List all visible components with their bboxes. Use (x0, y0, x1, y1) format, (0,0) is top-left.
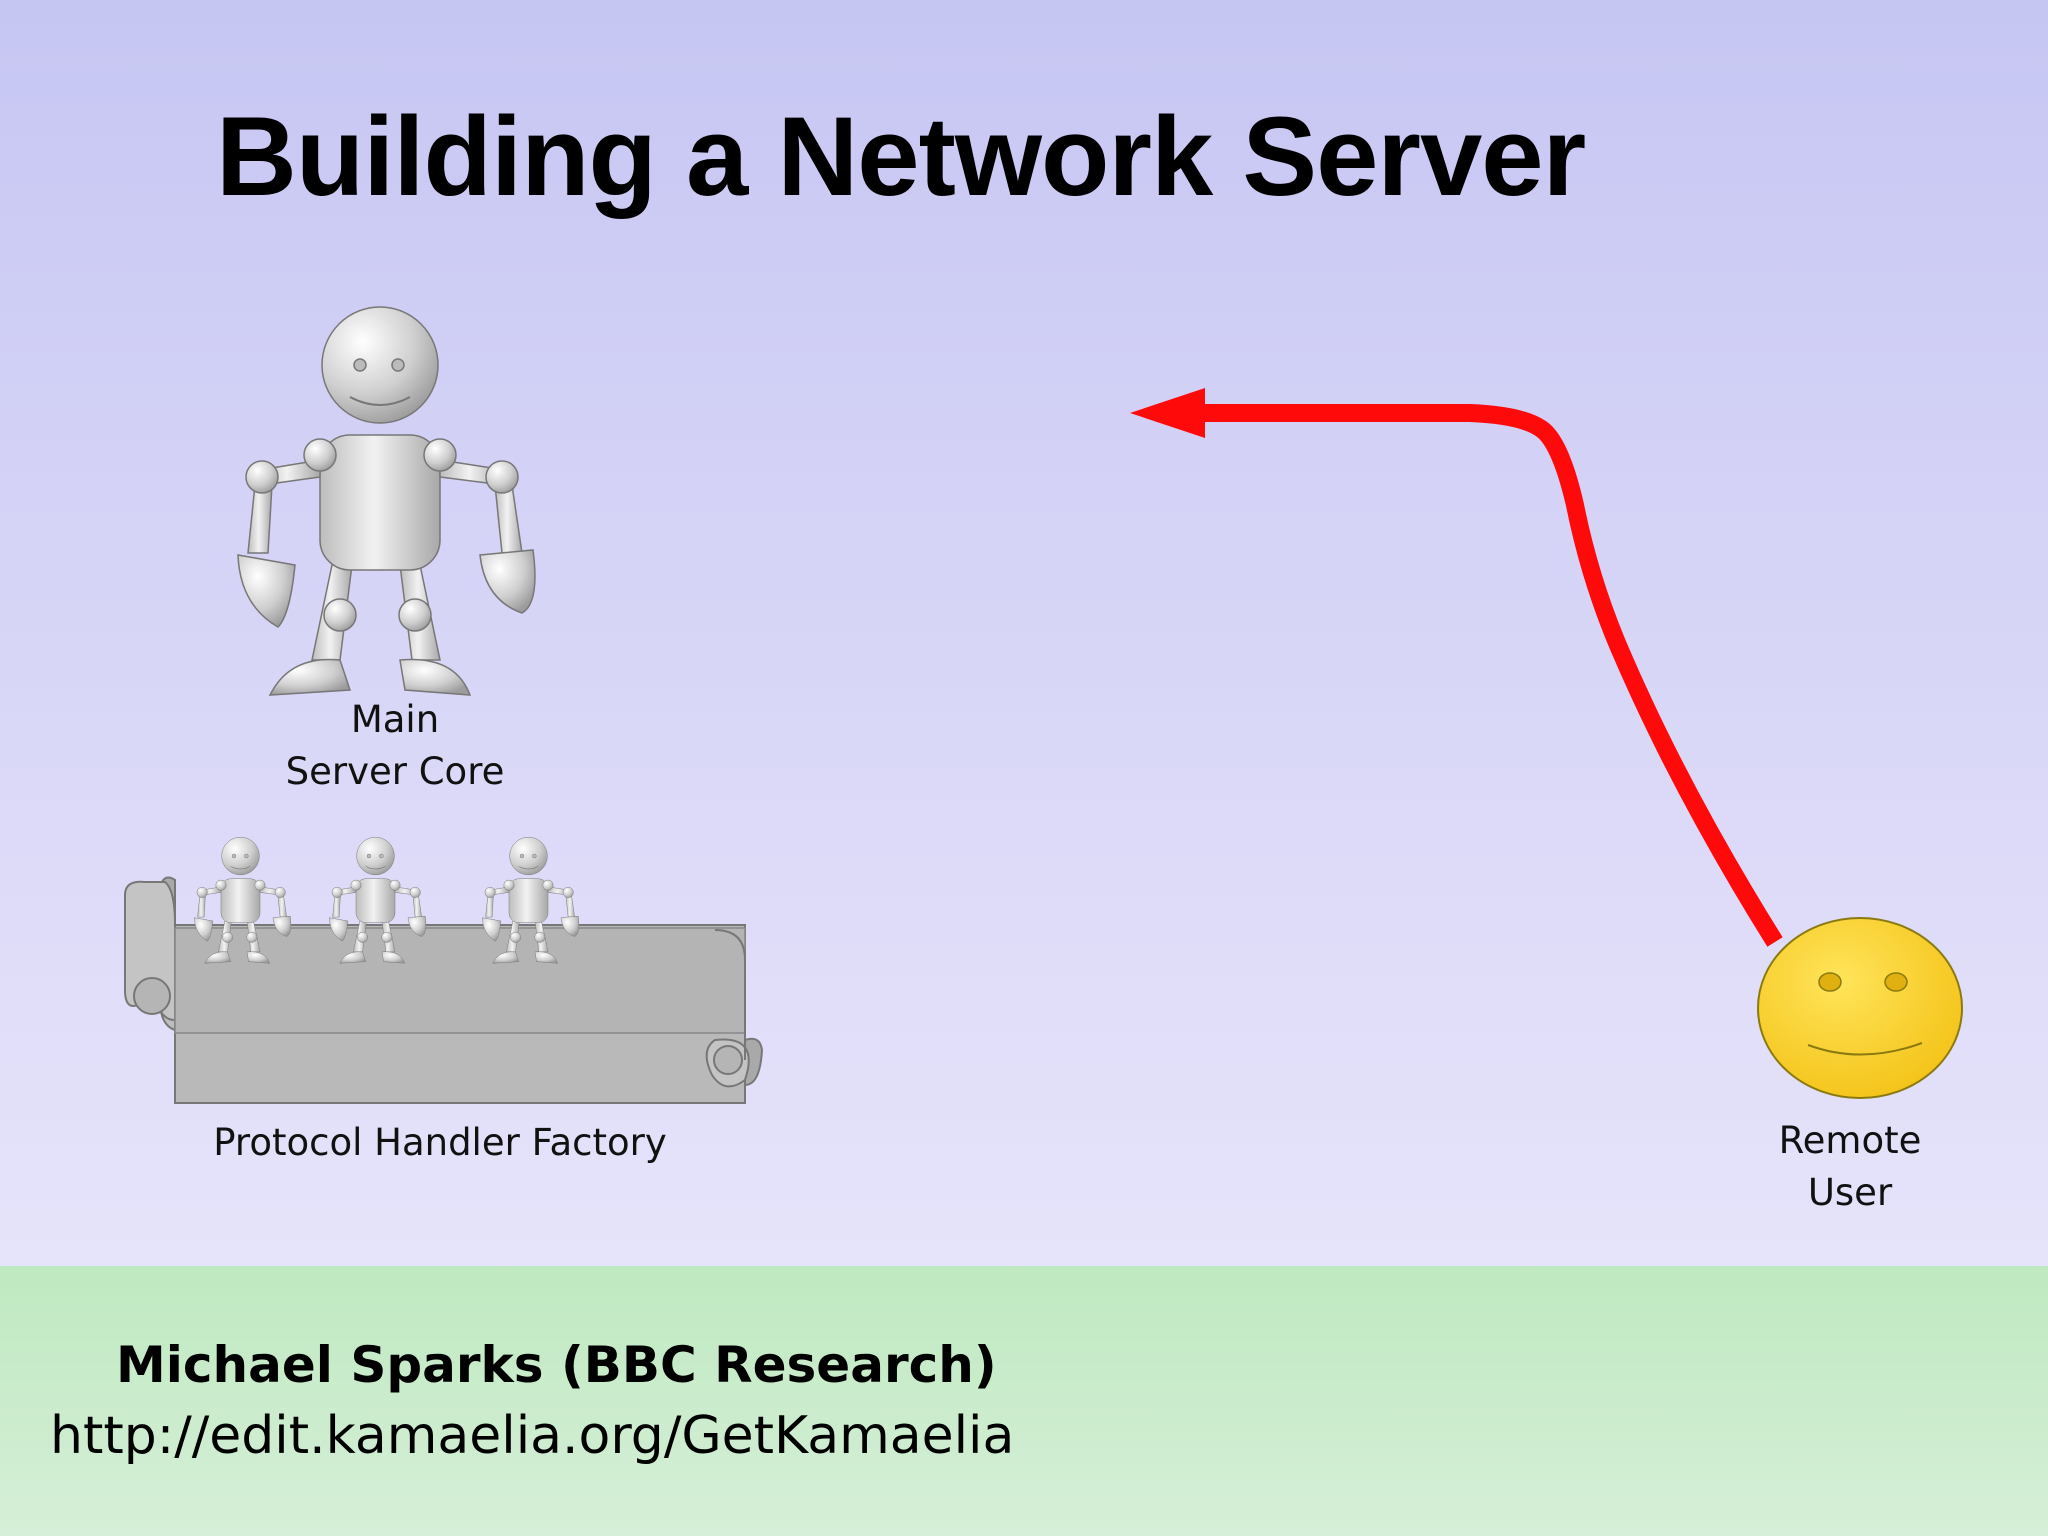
footer-bar (0, 1266, 2048, 1536)
remote-user-label-line1: Remote (1778, 1119, 1922, 1162)
slide-title: Building a Network Server (216, 94, 1586, 219)
remote-user-label: Remote User (1700, 1115, 2000, 1219)
main-server-core-robot (237, 306, 536, 696)
diagram-canvas (124, 306, 1963, 1104)
footer-url[interactable]: http://edit.kamaelia.org/GetKamaelia (50, 1406, 1015, 1466)
remote-user-label-line2: User (1807, 1171, 1893, 1214)
main-server-core-label-line2: Server Core (285, 750, 505, 793)
remote-user-face (1757, 917, 1963, 1099)
main-server-core-label: Main Server Core (230, 694, 560, 798)
protocol-handler-factory-scroll (124, 876, 764, 1104)
protocol-handler-factory-label: Protocol Handler Factory (213, 1121, 667, 1164)
connection-arrow (1130, 388, 1783, 947)
footer-author: Michael Sparks (BBC Research) (116, 1336, 997, 1394)
main-server-core-label-line1: Main (350, 698, 440, 741)
